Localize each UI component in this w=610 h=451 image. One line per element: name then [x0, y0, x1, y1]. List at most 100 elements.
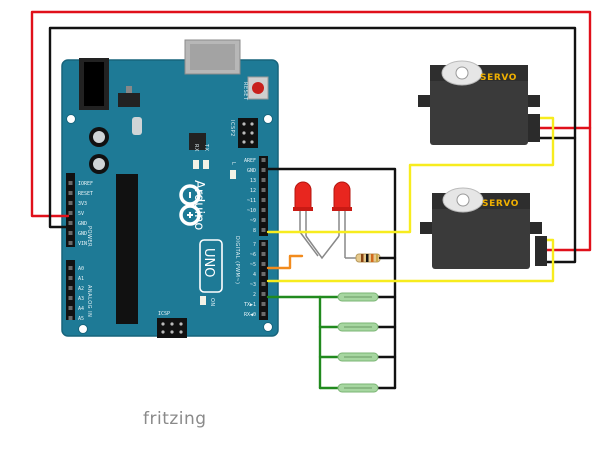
header-pin — [68, 266, 73, 270]
mounting-hole — [263, 322, 273, 332]
header-pin — [68, 276, 73, 280]
pin-label: 12 — [250, 188, 256, 194]
uno-badge: UNO — [199, 239, 223, 293]
pin-label: RESET — [78, 191, 93, 197]
header-pin — [261, 302, 266, 306]
wire-black-gnd — [48, 26, 577, 264]
header-pin — [261, 242, 266, 246]
header-pin — [68, 231, 73, 235]
reed-switches — [337, 292, 379, 393]
header-pin — [261, 252, 266, 256]
icsp2-header — [238, 118, 258, 148]
header-pin — [68, 306, 73, 310]
power-header — [66, 173, 75, 247]
l-label: L — [230, 162, 236, 165]
wire-black-gnd-digital — [266, 167, 397, 390]
header-pin — [68, 211, 73, 215]
crystal-oscillator — [132, 117, 142, 135]
servo-1-connector — [528, 114, 540, 142]
pin-label: IOREF — [78, 181, 93, 187]
pin-label: 13 — [250, 178, 256, 184]
header-pin — [68, 191, 73, 195]
pin-label: VIN — [78, 241, 87, 247]
pin-label: ~6 — [250, 252, 256, 258]
header-pin — [261, 262, 266, 266]
header-pin — [261, 292, 266, 296]
mounting-hole — [66, 114, 76, 124]
reset-label: RESET — [242, 82, 248, 101]
header-pin — [68, 181, 73, 185]
header-pin — [261, 312, 266, 316]
pin-label: AREF — [244, 158, 256, 164]
servo-motor-2: SERVO — [420, 187, 542, 269]
model-label: UNO — [201, 248, 216, 277]
header-pin — [261, 272, 266, 276]
atmega-chip — [116, 174, 138, 324]
header-pin — [68, 296, 73, 300]
pin-label: A4 — [78, 306, 84, 312]
pin-label: A3 — [78, 296, 84, 302]
digital-header-top — [259, 156, 268, 236]
pin-label: 3V3 — [78, 201, 87, 207]
servo-2-label: SERVO — [482, 199, 519, 209]
led-2 — [332, 181, 352, 236]
led-1 — [293, 181, 313, 236]
wire-black-taps — [376, 295, 397, 390]
reed-switch — [337, 352, 379, 362]
pin-label: 7 — [253, 242, 256, 248]
pin-label: ~5 — [250, 262, 256, 268]
pin-label: ~9 — [250, 218, 256, 224]
wire-red-5v — [30, 10, 592, 252]
header-pin — [68, 201, 73, 205]
led-leads — [299, 231, 356, 260]
power-label: POWER — [86, 226, 92, 247]
on-label: ON — [209, 298, 215, 307]
reed-switch — [337, 322, 379, 332]
header-pin — [261, 218, 266, 222]
header-pin — [68, 286, 73, 290]
tx-led — [203, 160, 209, 169]
analog-label: ANALOG IN — [86, 285, 92, 317]
header-pin — [261, 168, 266, 172]
reset-button[interactable] — [247, 76, 269, 100]
pin-label: TX▶1 — [244, 302, 256, 308]
wire-yellow-servo1 — [266, 116, 555, 234]
icsp-label: ICSP — [158, 311, 170, 317]
header-pin — [68, 316, 73, 320]
tx-label: TX — [203, 143, 209, 152]
usb-port — [184, 39, 241, 75]
pin-label: ~11 — [247, 198, 256, 204]
pin-label: RX◀0 — [244, 312, 256, 318]
arduino-uno-board: RESET ICSP2 RX TX L — [61, 39, 279, 338]
header-pin — [261, 208, 266, 212]
digital-header-bottom — [259, 240, 268, 320]
pin-label: 8 — [253, 228, 256, 234]
mounting-hole — [263, 114, 273, 124]
header-pin — [68, 241, 73, 245]
pin-label: GND — [78, 221, 87, 227]
brand-label: Arduino — [191, 180, 206, 230]
header-pin — [68, 221, 73, 225]
usb-chip — [189, 133, 206, 150]
voltage-regulator — [118, 86, 140, 107]
digital-label: DIGITAL (PWM~) — [234, 236, 240, 285]
servo-1-label: SERVO — [480, 73, 517, 83]
header-pin — [261, 188, 266, 192]
mounting-hole — [78, 324, 88, 334]
reed-switch — [337, 292, 379, 302]
servo-2-connector — [535, 236, 547, 266]
l-led — [230, 170, 236, 179]
rx-led — [193, 160, 199, 169]
pin-label: 5V — [78, 211, 84, 217]
rx-label: RX — [193, 144, 199, 152]
pin-label: A2 — [78, 286, 84, 292]
pin-label: ~3 — [250, 282, 256, 288]
pin-label: ~10 — [247, 208, 256, 214]
header-pin — [261, 158, 266, 162]
pin-label: A1 — [78, 276, 84, 282]
reed-switch — [337, 383, 379, 393]
